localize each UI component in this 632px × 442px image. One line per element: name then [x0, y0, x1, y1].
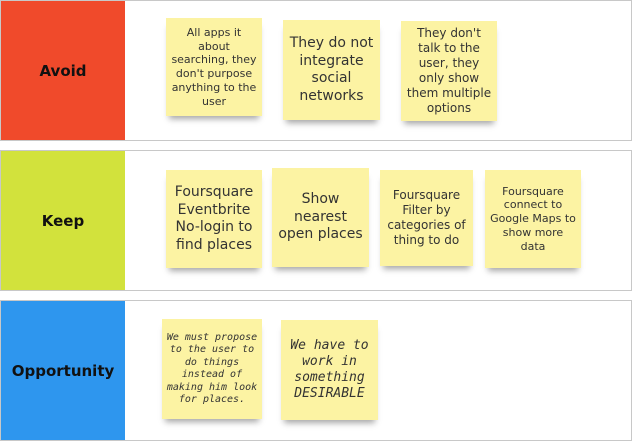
row-label-avoid: Avoid — [1, 1, 125, 140]
sticky-note[interactable]: All apps it about searching, they don't … — [166, 18, 262, 116]
row-label-opportunity: Opportunity — [1, 301, 125, 440]
row-label-keep: Keep — [1, 151, 125, 290]
sticky-note[interactable]: We must propose to the user to do things… — [162, 319, 262, 419]
sticky-note[interactable]: Show nearest open places — [272, 168, 369, 267]
sticky-note[interactable]: Foursquare Filter by categories of thing… — [380, 170, 473, 266]
sticky-note[interactable]: We have to work in something DESIRABLE — [281, 320, 378, 420]
sticky-note[interactable]: Foursquare connect to Google Maps to sho… — [485, 170, 581, 268]
sticky-note[interactable]: Foursquare Eventbrite No-login to find p… — [166, 170, 262, 268]
sticky-note[interactable]: They do not integrate social networks — [283, 20, 380, 120]
sticky-note[interactable]: They don't talk to the user, they only s… — [401, 21, 497, 121]
